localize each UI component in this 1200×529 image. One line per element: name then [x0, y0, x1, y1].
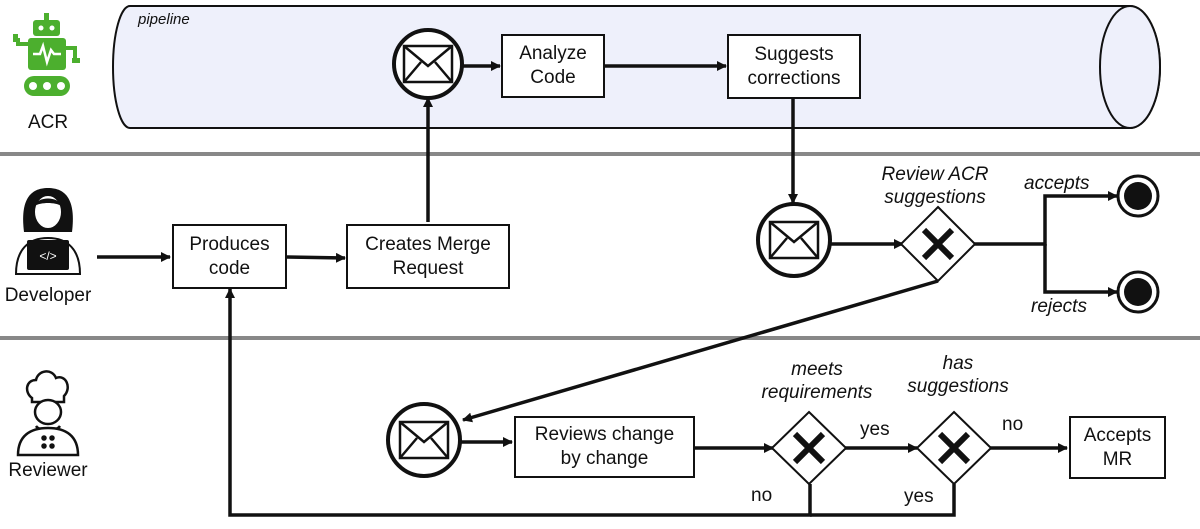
lane-label-acr: ACR — [27, 112, 69, 133]
svg-text:</>: </> — [39, 249, 56, 263]
task-suggests-corrections: Suggests corrections — [727, 34, 861, 99]
task-produces-code: Produces code — [172, 224, 287, 289]
task-reviews-change: Reviews change by change — [514, 416, 695, 478]
gateway-label-has-suggestions: has suggestions — [907, 353, 1009, 397]
edge-label-accepts: accepts — [1024, 173, 1090, 194]
chef-icon — [16, 370, 80, 457]
edge-gw2-down — [810, 484, 956, 517]
task-creates-merge-request: Creates Merge Request — [346, 224, 510, 289]
lane-divider — [0, 152, 1200, 156]
flow-edges — [97, 61, 1118, 517]
edge-label-no-meets: no — [751, 485, 773, 506]
gateway-review-acr — [899, 205, 977, 283]
edge-label-yes-suggestions: yes — [904, 486, 934, 507]
envelope-icon — [386, 402, 462, 478]
gateway-meets-requirements — [770, 410, 848, 486]
task-accepts-mr: Accepts MR — [1069, 416, 1166, 479]
edge-loop-back — [225, 288, 812, 517]
edge-gateway-to-reviewer — [462, 279, 939, 423]
task-analyze-code: Analyze Code — [501, 34, 605, 98]
edge-gateway-accepts — [974, 191, 1118, 246]
envelope-icon — [392, 28, 464, 100]
end-event-accepts — [1116, 174, 1160, 218]
edge-produces-to-mr — [286, 252, 346, 263]
robot-icon — [13, 13, 80, 96]
end-event-rejects — [1116, 270, 1160, 314]
gateway-has-suggestions — [915, 410, 993, 486]
lane-label-reviewer: Reviewer — [8, 460, 88, 481]
pipeline-label: pipeline — [138, 11, 190, 28]
envelope-icon — [756, 202, 832, 278]
edge-gateway-rejects — [1043, 244, 1118, 297]
edge-label-yes-meets: yes — [860, 419, 890, 440]
edge-label-rejects: rejects — [1031, 296, 1087, 317]
developer-icon: </> — [14, 188, 82, 275]
gateway-label-meets-requirements: meets requirements — [761, 359, 873, 403]
gateway-label-review-acr: Review ACR suggestions — [881, 164, 989, 208]
lane-divider — [0, 336, 1200, 340]
edge-label-no-suggestions: no — [1002, 414, 1024, 435]
lane-label-developer: Developer — [4, 285, 92, 306]
